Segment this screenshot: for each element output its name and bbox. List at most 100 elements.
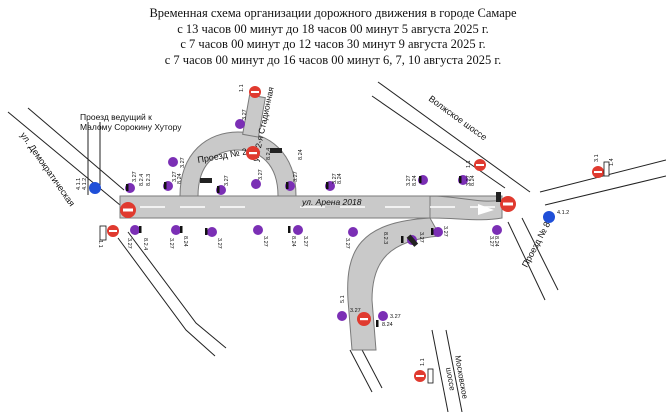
plate-icon <box>431 228 434 235</box>
sign-label: 8.24 <box>177 173 183 184</box>
keep-right-sign-icon <box>89 182 101 194</box>
plate-icon <box>376 320 379 327</box>
sign-label: 3.27 <box>344 238 350 249</box>
plate-icon <box>326 182 329 189</box>
sign-label: 8.2.4 <box>142 238 148 250</box>
title-line-4: с 7 часов 00 минут до 16 часов 00 минут … <box>164 52 502 67</box>
sign-label: 8.2.4 <box>266 148 272 160</box>
sign-label: 3.27 <box>172 171 178 182</box>
no-entry-sign-icon <box>474 159 486 171</box>
sign-label: 3.27 <box>126 238 132 249</box>
plate-icon <box>139 226 142 233</box>
moskovskoe-shosse-edge-1 <box>431 329 449 412</box>
proezd-khutor-label-2: Малому Сорокину Хутору <box>80 122 182 132</box>
street-lines <box>7 81 666 412</box>
no-stopping-sign-icon <box>433 227 443 237</box>
sign-label: 3.27 <box>224 175 230 186</box>
plate-icon <box>99 225 107 241</box>
sign-label: 3.27 <box>390 314 401 320</box>
south-branch-road <box>347 217 441 351</box>
info-plates: 8.2.4 8.2.3 8.24 8.2.4 8.24 8.24 8.24 8.… <box>126 148 499 328</box>
sign-label: 8.24 <box>382 322 393 328</box>
no-stopping-sign-icon <box>168 157 178 167</box>
sign-label: 8.24 <box>337 173 343 184</box>
no-stopping-sign-icon <box>378 311 388 321</box>
sign-label: 1.1 <box>239 84 245 92</box>
no-stopping-sign-icon <box>293 225 303 235</box>
plate-icon <box>288 226 291 233</box>
sign-label: 3.27 <box>442 226 448 237</box>
proezd-2-loop-road <box>179 131 297 197</box>
sign-label: 3.27 <box>350 308 361 314</box>
sign-label: 5.1 <box>340 295 346 303</box>
volzhskoe-shosse-edge-1 <box>377 81 531 193</box>
title-line-1: Временная схема организации дорожного дв… <box>149 6 517 20</box>
east-road-edge-2 <box>544 175 666 206</box>
demokraticheskaya-street-left-edge <box>7 111 121 206</box>
sign-label: 3.27 <box>418 232 424 243</box>
proezd-8-label: Проезд № 8 <box>520 220 552 269</box>
title-line-3: с 7 часов 00 минут до 12 часов 30 минут … <box>180 37 486 51</box>
no-entry-sign-icon <box>592 166 604 178</box>
plate-icon <box>205 228 208 235</box>
sign-label: 3.27 <box>302 236 308 247</box>
sign-label: 3.1 <box>594 154 600 162</box>
sign-label: 1.4 <box>609 158 615 166</box>
sign-label: 3.27 <box>488 236 494 247</box>
proezd-khutor-label-1: Проезд ведущий к <box>80 112 152 122</box>
no-stopping-sign-icon <box>492 225 502 235</box>
east-road-edge-1 <box>539 159 666 193</box>
no-entry-sign-icon <box>107 225 119 237</box>
plate-icon <box>419 176 422 183</box>
volzhskoe-shosse-edge-2 <box>371 95 506 189</box>
no-stopping-sign-icon <box>253 225 263 235</box>
sign-label: 4.1.1 <box>76 178 82 190</box>
sign-label: 1.1 <box>97 240 103 248</box>
traffic-light-icon <box>270 148 282 153</box>
sign-label: 1.1 <box>466 160 472 168</box>
demokraticheskaya-street-right-edge <box>27 107 125 191</box>
no-stopping-sign-icon <box>171 225 181 235</box>
sign-label: 3.27 <box>180 157 186 168</box>
keep-right-sign-icon <box>543 211 555 223</box>
moskovskoe-shosse-edge-2 <box>445 329 463 412</box>
ramp-lane-line-1 <box>349 349 373 393</box>
no-entry-signs <box>107 86 604 382</box>
traffic-devices <box>200 148 501 247</box>
plate-icon <box>459 176 462 183</box>
demokraticheskaya-south-edge-1 <box>117 237 216 357</box>
no-stopping-sign-icon <box>130 225 140 235</box>
sign-label: 1.1 <box>420 358 426 366</box>
sign-label: 3.27 <box>262 236 268 247</box>
sign-label: 4.1.2 <box>557 210 569 216</box>
no-entry-sign-icon <box>249 86 261 98</box>
arena-2018-label: ул. Арена 2018 <box>301 197 362 207</box>
sign-label: 3.27 <box>332 173 338 184</box>
no-stopping-sign-icon <box>235 119 245 129</box>
map-title: Временная схема организации дорожного дв… <box>0 6 666 68</box>
sign-label: 3.27 <box>132 171 138 182</box>
no-entry-sign-icon <box>120 202 136 218</box>
no-stopping-sign-icon <box>337 311 347 321</box>
sign-label: 8.24 <box>298 149 304 160</box>
closed-roads <box>119 94 503 351</box>
sign-label: 3.27 <box>216 238 222 249</box>
plate-icon <box>401 236 404 243</box>
sign-label: 8.24 <box>290 236 296 247</box>
sign-label: 8.24 <box>182 236 188 247</box>
sign-label: 3.27 <box>466 175 472 186</box>
plate-icon <box>164 182 167 189</box>
volzhskoe-shosse-label: Волжское шоссе <box>427 94 489 143</box>
sign-label: 8.24 <box>412 175 418 186</box>
no-stopping-sign-icon <box>348 227 358 237</box>
no-entry-sign-icon <box>500 196 516 212</box>
demokraticheskaya-south-edge-2 <box>127 231 227 349</box>
proezd8-edge-1 <box>507 221 546 301</box>
no-entry-sign-icon <box>414 370 426 382</box>
no-stopping-sign-icon <box>251 179 261 189</box>
sign-label: 3.27 <box>168 238 174 249</box>
sign-label: 8.24 <box>493 236 499 247</box>
title-line-2: с 13 часов 00 минут до 18 часов 00 минут… <box>177 21 489 36</box>
sign-label: 3.27 <box>258 169 264 180</box>
